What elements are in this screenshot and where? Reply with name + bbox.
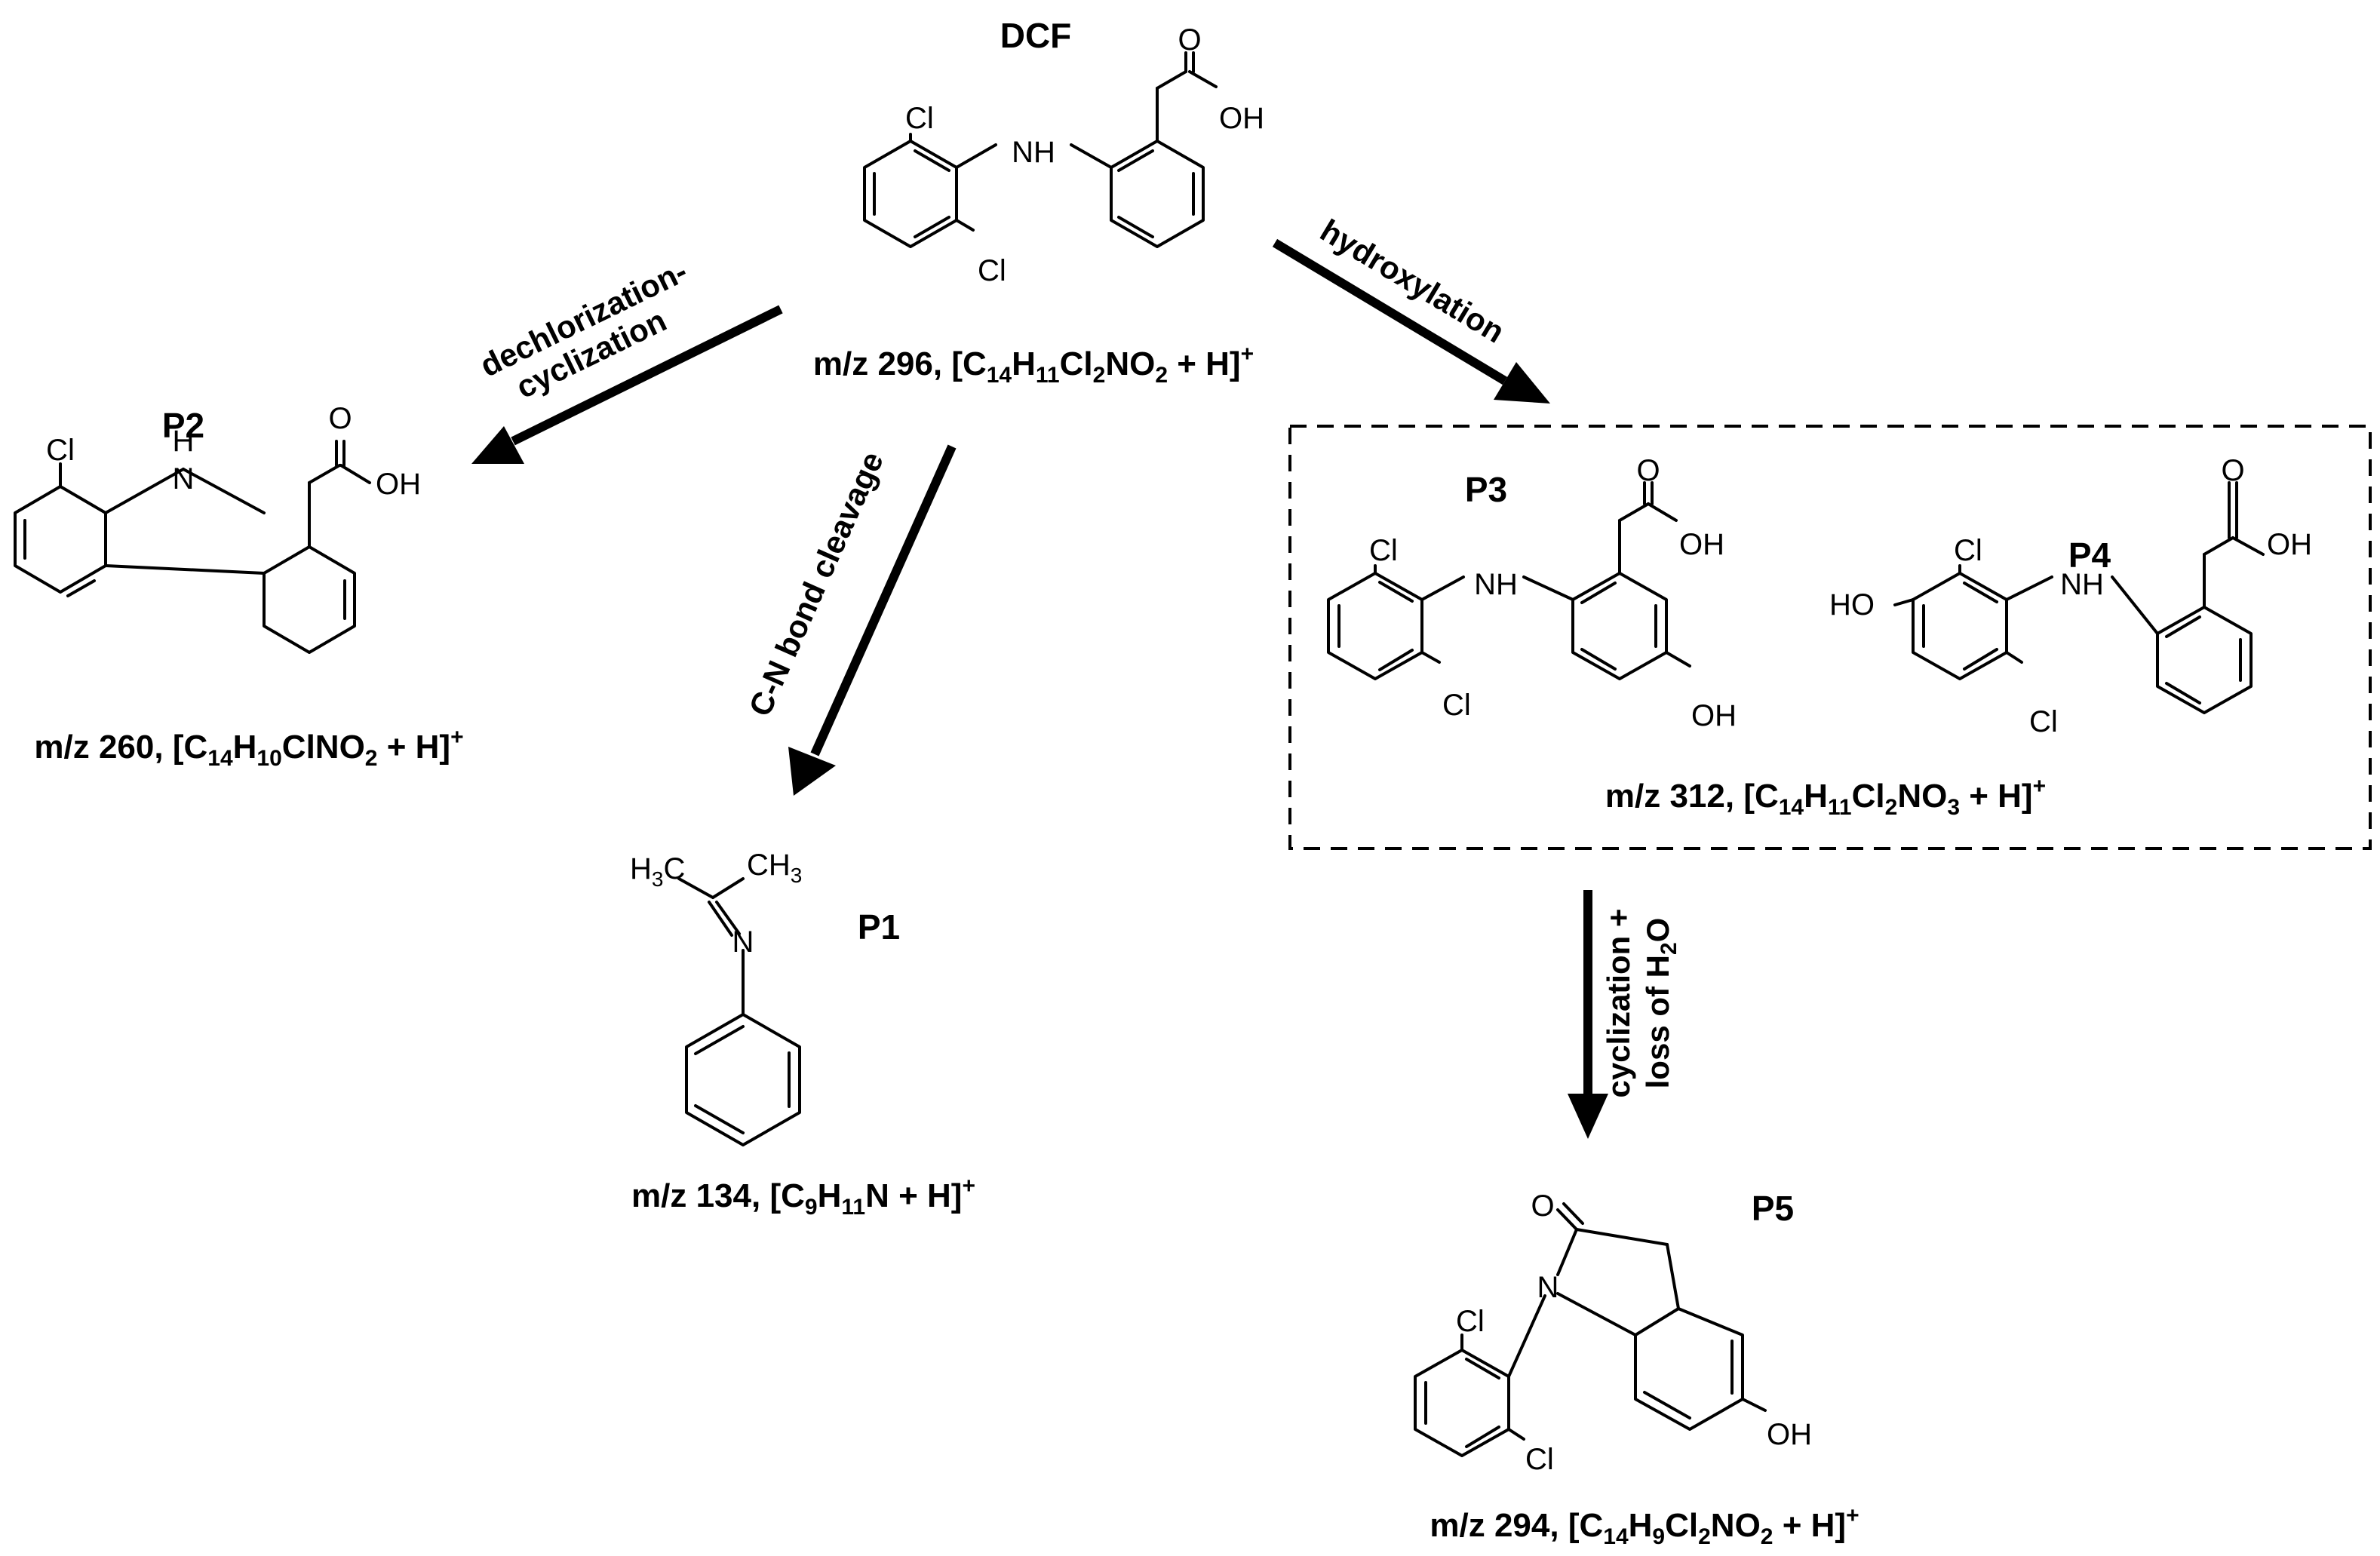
p2-n: N [173,462,195,496]
p2-h: H [173,425,195,458]
dcf-mz: m/z 296, [813,345,951,382]
p4-nh: NH [2060,568,2104,601]
p4-label: P4 [2068,536,2111,575]
p1-n: N [732,925,754,959]
p4-oh-acid: OH [2267,528,2312,561]
p3-structure: P3 Cl Cl NH O OH OH [1327,454,1737,732]
p2-o: O [328,402,352,435]
dcf-formula: [C14H11Cl2NO2 + H]+ [951,342,1254,388]
cyclization-label-2: loss of H2O [1640,918,1681,1089]
p3-o: O [1636,454,1660,487]
p2-mz: m/z 260, [34,729,172,766]
p2-structure: P2 Cl H N O OH m/z 260, [C14H10ClNO2 + H… [14,402,464,771]
p3-nh: NH [1474,568,1518,601]
p4-cl-bottom: Cl [2029,705,2058,738]
p3-oh-ring: OH [1691,699,1737,732]
arrow-hydroxylation: hydroxylation [1272,213,1550,404]
p4-structure: P4 HO Cl Cl NH O OH [1829,454,2312,738]
dcf-label: DCF [1000,16,1072,55]
p2-oh: OH [376,468,421,501]
p3-oh-acid: OH [1679,528,1724,561]
cyclization-label-1: cyclization + [1601,909,1636,1098]
dcf-cl-bottom: Cl [978,254,1006,287]
p3-p4-dashed-box [1288,425,2372,850]
p3-p4-formula: [C14H11Cl2NO3 + H]+ [1743,774,2046,820]
p4-cl-top: Cl [1954,534,1982,567]
p5-mz: m/z 294, [1430,1507,1568,1544]
p5-o: O [1531,1189,1554,1223]
p5-structure: P5 O N Cl Cl OH m/z 294, [C14H9Cl2NO2 + … [1414,1189,1859,1549]
p4-ho: HO [1829,588,1875,621]
p3-cl-top: Cl [1369,534,1398,567]
p5-n: N [1537,1271,1559,1304]
p5-oh: OH [1767,1418,1812,1451]
p5-formula: [C14H9Cl2NO2 + H]+ [1568,1503,1859,1549]
p5-label: P5 [1752,1189,1794,1228]
p2-formula: [C14H10ClNO2 + H]+ [173,725,464,771]
p5-cl-top: Cl [1456,1305,1485,1338]
p3-p4-caption: m/z 312, [C14H11Cl2NO3 + H]+ [1605,774,2046,820]
arrow-cn-cleavage: C-N bond cleavage [742,444,957,796]
dcf-cl-top: Cl [905,102,934,135]
p1-formula: [C9H11N + H]+ [769,1174,975,1220]
p1-ch3: CH3 [747,849,802,887]
p1-label: P1 [858,907,900,947]
p1-structure: P1 H3C CH3 N m/z 134, [C9H11N + H]+ [630,849,975,1220]
p1-caption: m/z 134, [C9H11N + H]+ [631,1174,975,1220]
p2-cl: Cl [46,434,75,467]
p1-mz: m/z 134, [631,1177,769,1214]
p3-label: P3 [1465,470,1507,509]
arrow-cyclization: cyclization + loss of H2O [1568,890,1681,1139]
dcf-o: O [1178,23,1201,57]
p5-caption: m/z 294, [C14H9Cl2NO2 + H]+ [1430,1503,1859,1549]
p2-label: P2 [162,406,204,445]
arrow-dechlorization: dechlorization- cyclization [471,253,783,464]
p4-o: O [2221,454,2244,487]
dcf-caption: m/z 296, [C14H11Cl2NO2 + H]+ [813,342,1254,388]
dcf-oh: OH [1219,102,1264,135]
p3-cl-bottom: Cl [1442,689,1471,722]
p5-cl-bottom: Cl [1525,1443,1554,1476]
cn-cleavage-label: C-N bond cleavage [742,447,890,722]
p1-h3c: H3C [630,852,685,891]
dcf-nh: NH [1012,136,1055,169]
dcf-structure: DCF Cl Cl NH O OH m/z 296, [C14H11Cl2NO2… [813,16,1264,388]
p2-caption: m/z 260, [C14H10ClNO2 + H]+ [34,725,463,771]
p3-p4-mz: m/z 312, [1605,778,1743,815]
